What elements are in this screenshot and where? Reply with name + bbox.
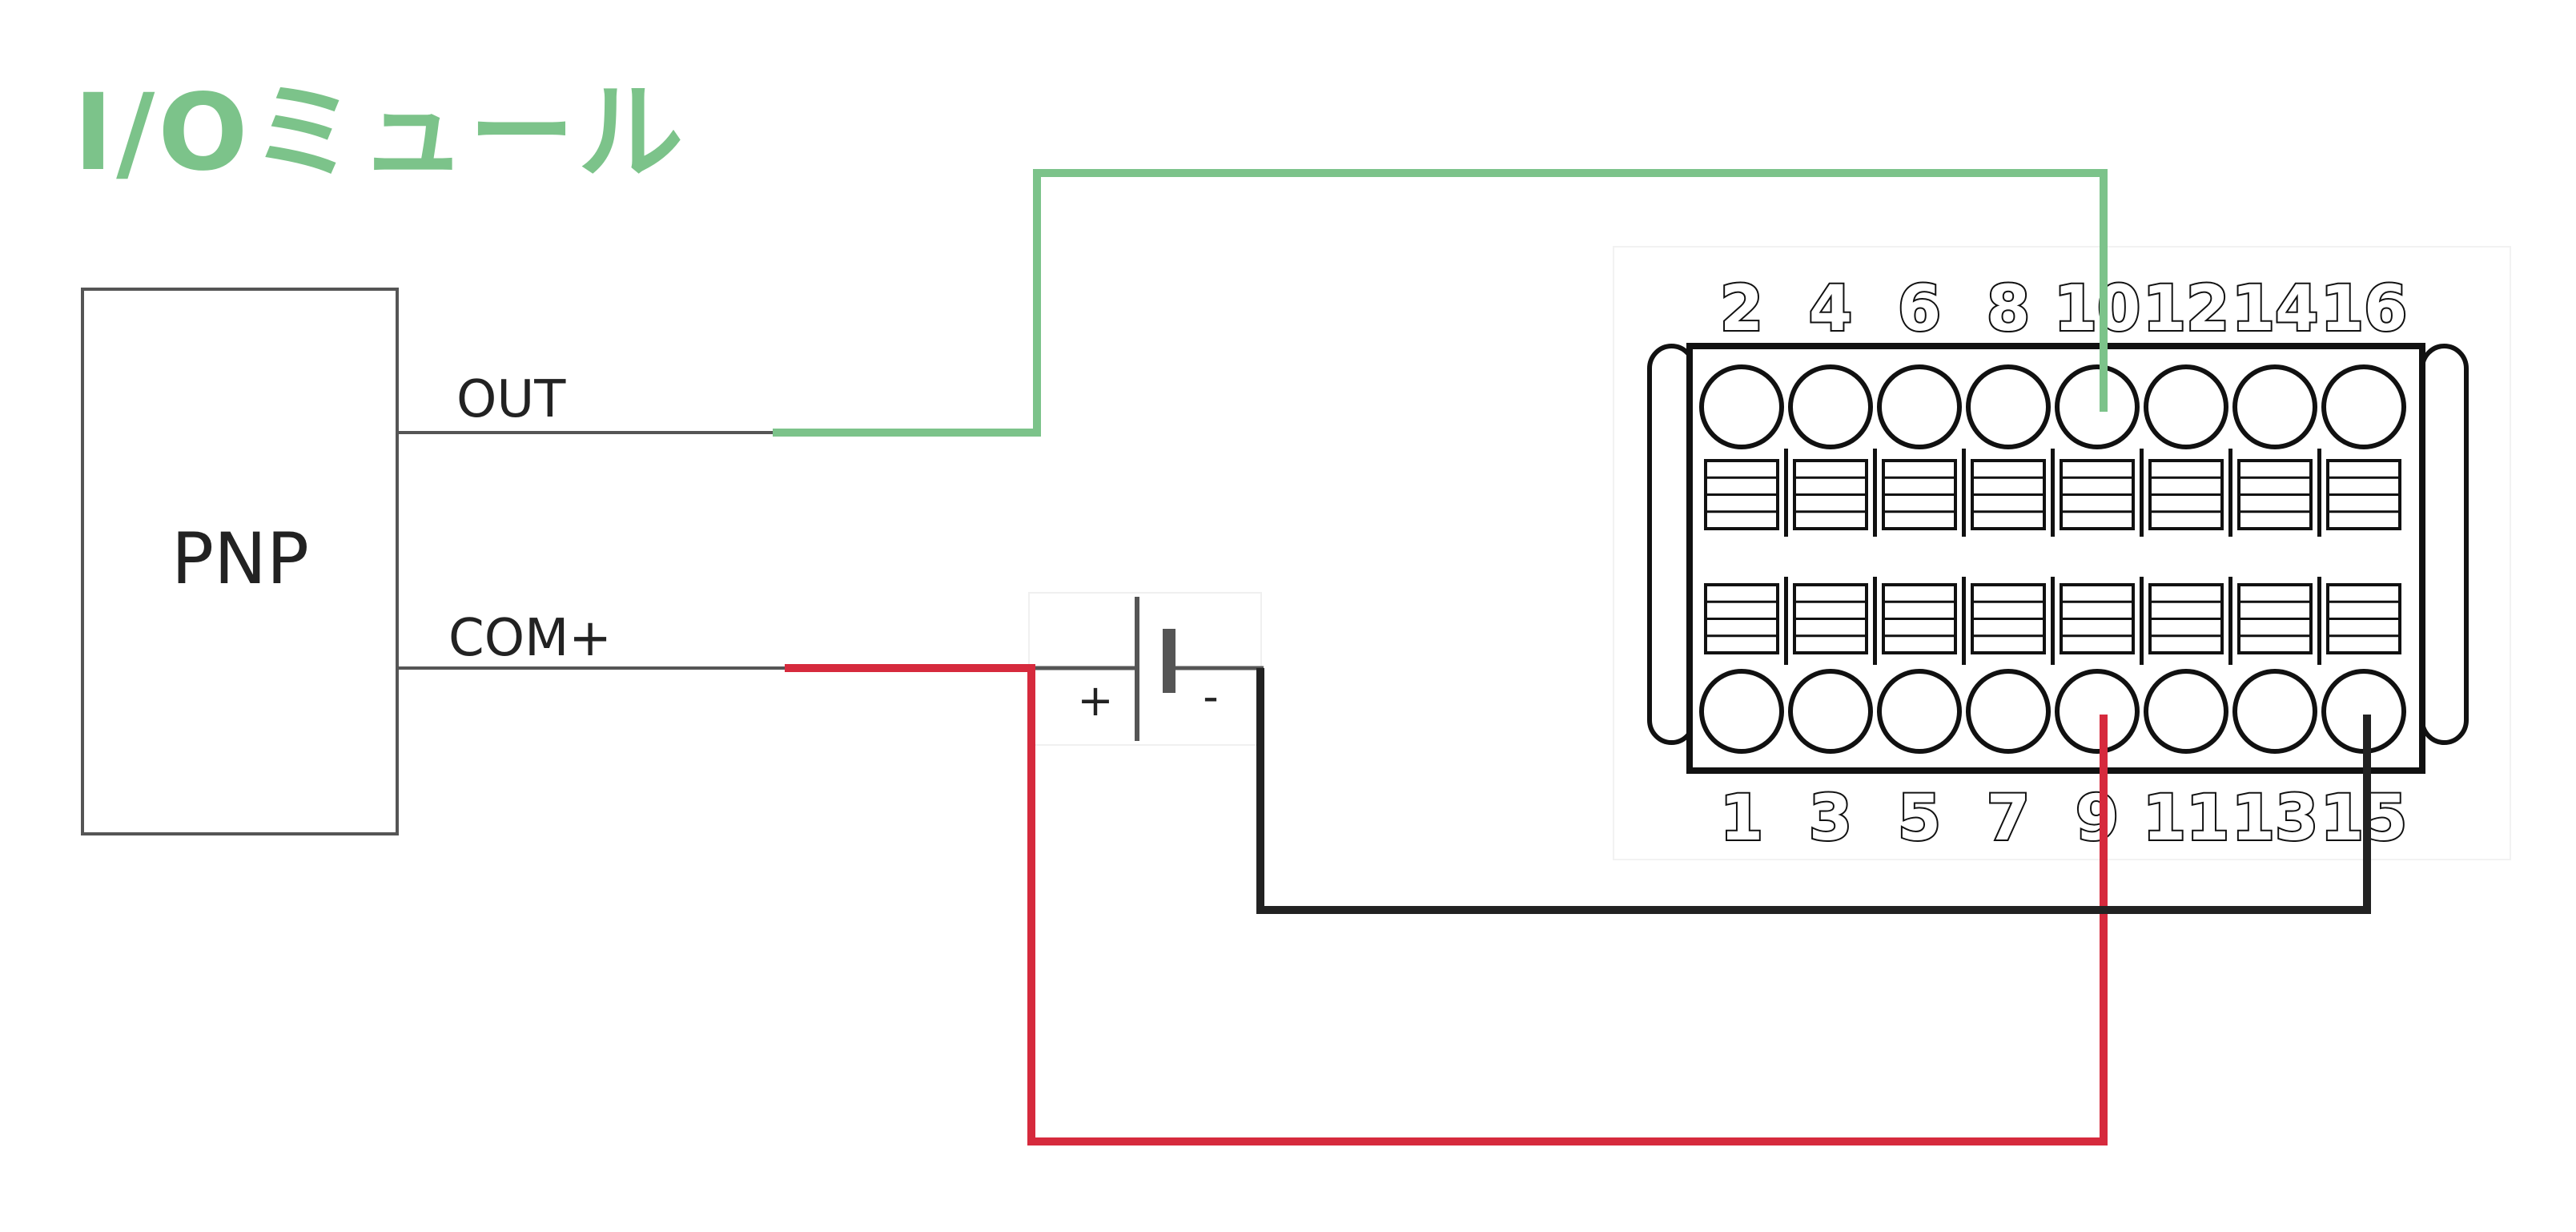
terminal-clamp xyxy=(2060,583,2135,654)
terminal-screw-top xyxy=(1877,364,1962,449)
out-label: OUT xyxy=(456,370,566,429)
right-tab xyxy=(2420,344,2469,745)
terminal-screw-top xyxy=(2321,364,2406,449)
pnp-device: PNP OUT COM+ xyxy=(81,288,785,835)
page-title: I/Oミュール xyxy=(74,71,687,195)
terminal-screw-top xyxy=(2144,364,2228,449)
power-wire xyxy=(785,664,2108,1145)
terminal-screw-top xyxy=(1966,364,2051,449)
terminal-clamp xyxy=(1704,583,1779,654)
terminal-screw-bottom xyxy=(2055,669,2140,754)
pin-label-top: 12 xyxy=(2143,273,2230,345)
battery-plus-label: + xyxy=(1077,675,1113,726)
terminal-screw-top xyxy=(1699,364,1784,449)
terminal-clamp xyxy=(2060,459,2135,530)
terminal-screw-top xyxy=(1788,364,1873,449)
pin-label-top: 6 xyxy=(1898,273,1941,345)
pin-label-bottom: 13 xyxy=(2232,783,2319,855)
terminal-screw-bottom xyxy=(1877,669,1962,754)
terminal-clamp xyxy=(2326,583,2401,654)
out-wire xyxy=(773,169,2108,437)
terminal-clamp xyxy=(1971,583,2046,654)
pin-label-bottom: 5 xyxy=(1898,783,1941,855)
terminal-clamp xyxy=(1793,583,1868,654)
pin-label-top: 8 xyxy=(1987,273,2030,345)
terminal-screw-top xyxy=(2232,364,2317,449)
terminal-clamp xyxy=(2237,583,2313,654)
pin-label-bottom: 11 xyxy=(2143,783,2230,855)
pin-label-top: 4 xyxy=(1809,273,1852,345)
terminal-clamp xyxy=(2148,583,2224,654)
pin-label-top: 14 xyxy=(2232,273,2319,345)
battery-minus-label: - xyxy=(1203,671,1219,722)
terminal-clamp xyxy=(1704,459,1779,530)
terminal-clamp xyxy=(1882,583,1957,654)
pin-label-top: 2 xyxy=(1720,273,1763,345)
pin-label-bottom: 3 xyxy=(1809,783,1852,855)
terminal-screw-bottom xyxy=(1699,669,1784,754)
terminal-screw-bottom xyxy=(1966,669,2051,754)
pnp-label: PNP xyxy=(171,517,309,600)
terminal-clamp xyxy=(2326,459,2401,530)
ground-wire xyxy=(1256,668,2371,914)
pin-label-top: 16 xyxy=(2321,273,2408,345)
com-label: COM+ xyxy=(448,609,612,668)
battery: + - xyxy=(1028,592,1264,746)
terminal-clamp xyxy=(2148,459,2224,530)
terminal-clamp xyxy=(2237,459,2313,530)
terminal-clamp xyxy=(1882,459,1957,530)
terminal-clamp xyxy=(1971,459,2046,530)
pnp-device-box xyxy=(81,288,399,835)
terminal-screw-bottom xyxy=(1788,669,1873,754)
pin-label-bottom: 1 xyxy=(1720,783,1763,855)
terminal-screw-top xyxy=(2055,364,2140,449)
pin-label-top: 10 xyxy=(2054,273,2141,345)
pin-label-bottom: 7 xyxy=(1987,783,2030,855)
terminal-screw-bottom xyxy=(2144,669,2228,754)
terminal-screw-bottom xyxy=(2232,669,2317,754)
terminal-clamp xyxy=(1793,459,1868,530)
pin-label-bottom: 9 xyxy=(2076,783,2119,855)
